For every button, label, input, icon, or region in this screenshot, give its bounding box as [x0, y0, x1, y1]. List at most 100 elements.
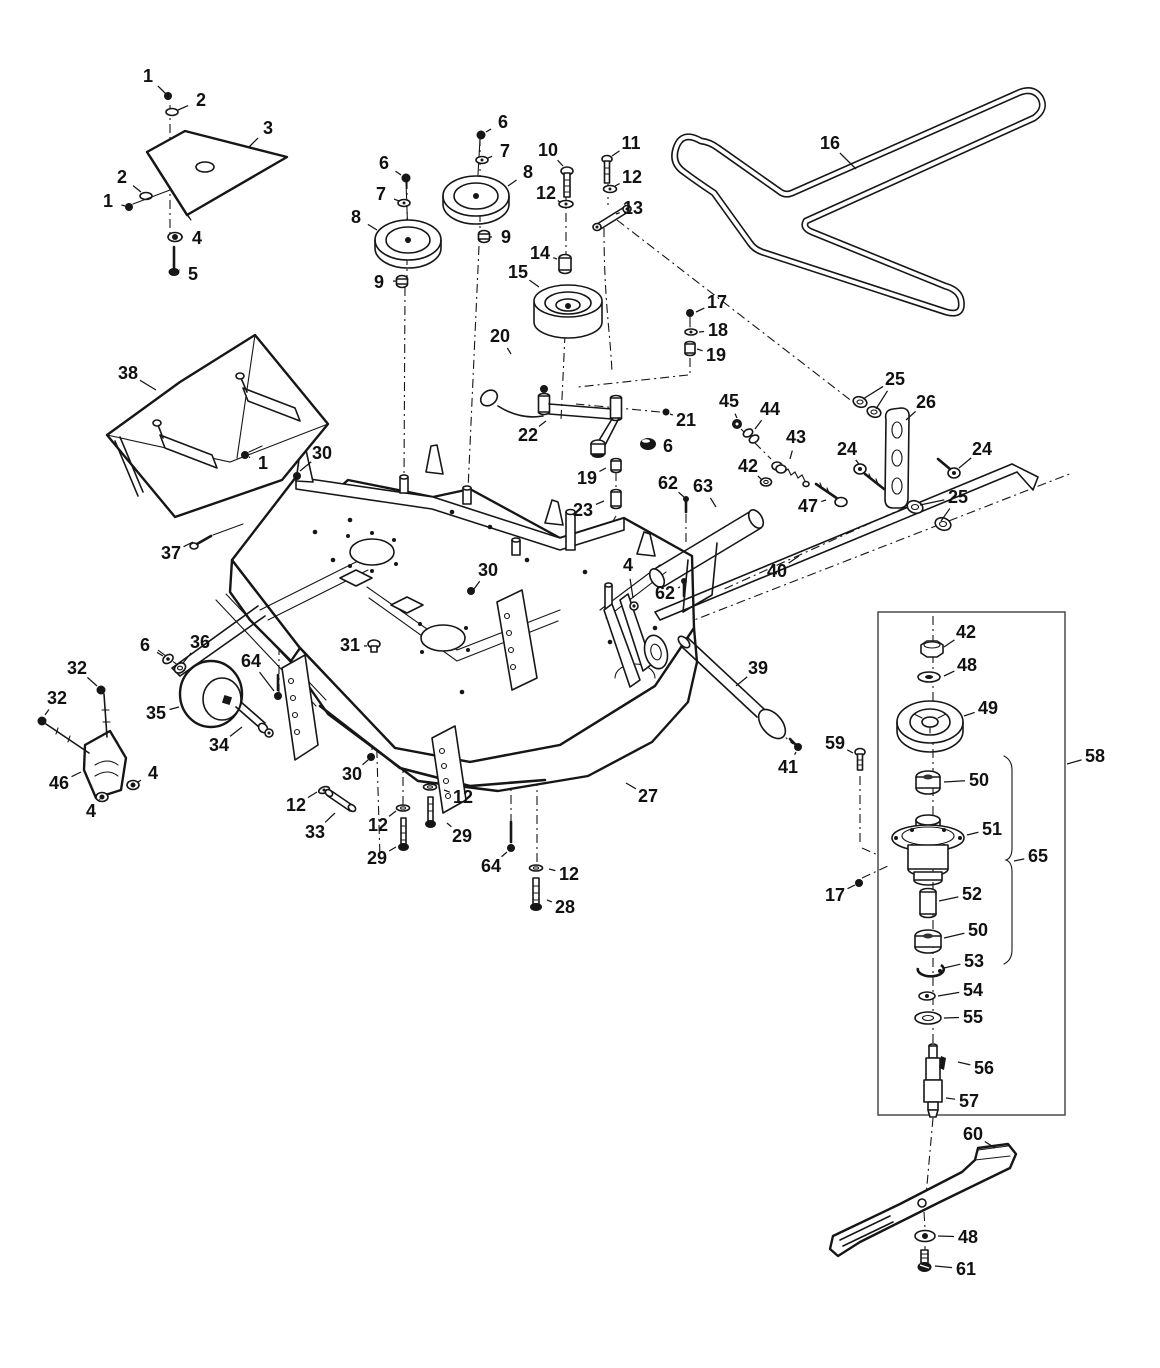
part-number-12: 12 [559, 864, 579, 884]
leader-line [943, 639, 955, 648]
part-number-19: 19 [706, 345, 726, 365]
part-number-44: 44 [760, 399, 780, 419]
leader-line [709, 497, 717, 508]
leader-line [789, 450, 793, 460]
part-number-25: 25 [948, 487, 968, 507]
washer-42 [759, 477, 773, 487]
leader-line [943, 780, 966, 783]
deck-carriage-bolts [312, 509, 658, 695]
washer-12-d [395, 804, 411, 812]
leader-line [754, 419, 763, 430]
part-number-30: 30 [342, 764, 362, 784]
leader-line [735, 676, 748, 687]
link-13 [596, 205, 629, 231]
part-number-50: 50 [969, 770, 989, 790]
leader-line [395, 170, 402, 176]
leader-line [629, 578, 634, 599]
leader-line [183, 541, 194, 548]
part-number-27: 27 [638, 786, 658, 806]
part-number-8: 8 [351, 207, 361, 227]
bolt-47-shaft [814, 482, 840, 501]
bolt-62-upper [683, 496, 689, 502]
arm-stud [540, 385, 548, 393]
leader-line [71, 771, 82, 778]
part-number-58: 58 [1085, 746, 1105, 766]
leader-line [839, 152, 857, 170]
part-number-3: 3 [263, 118, 273, 138]
leader-line [905, 410, 917, 421]
part-number-56: 56 [974, 1058, 994, 1078]
leader-line [943, 670, 955, 677]
washer-25-b1 [906, 499, 924, 515]
part-number-53: 53 [964, 951, 984, 971]
leader-line [875, 390, 889, 410]
part-number-1: 1 [258, 453, 268, 473]
leader-line [501, 851, 508, 858]
washer-36 [173, 662, 187, 674]
part-number-8: 8 [523, 162, 533, 182]
bolt-30-chute [293, 472, 301, 480]
leader-line [669, 413, 674, 416]
mower-deck-body [171, 444, 699, 814]
part-number-36: 36 [190, 632, 210, 652]
leader-line [259, 671, 275, 692]
leader-line [507, 179, 517, 187]
washer-12-f [528, 864, 544, 872]
washer-25-b2 [934, 516, 952, 532]
washer-44 [742, 428, 754, 438]
part-number-30: 30 [312, 443, 332, 463]
leader-line [945, 1097, 956, 1100]
part-number-6: 6 [663, 436, 673, 456]
idler-pulley-15 [533, 284, 603, 318]
part-number-6: 6 [379, 153, 389, 173]
leader-line [677, 586, 681, 589]
under-deck-hardware [317, 587, 544, 911]
part-number-18: 18 [708, 320, 728, 340]
part-number-7: 7 [376, 184, 386, 204]
part-number-52: 52 [962, 884, 982, 904]
pin-33 [327, 789, 353, 812]
part-number-12: 12 [286, 795, 306, 815]
part-number-6: 6 [498, 112, 508, 132]
part-number-50: 50 [968, 920, 988, 940]
leader-line [443, 789, 451, 793]
leader-line [984, 1140, 996, 1149]
leader-line [557, 200, 561, 203]
washer-25-a2 [866, 405, 882, 419]
leader-line [485, 128, 492, 133]
bolt-32-b [37, 716, 47, 726]
nut-6-left [401, 173, 411, 183]
part-number-64: 64 [241, 651, 261, 671]
leader-line [446, 822, 452, 828]
leader-line [919, 499, 945, 506]
leader-line [821, 499, 827, 503]
part-number-7: 7 [500, 141, 510, 161]
part-number-17: 17 [707, 292, 727, 312]
roller-bracket-assembly [37, 685, 140, 803]
leader-line [557, 159, 564, 167]
key-56 [939, 1056, 946, 1070]
bolt-47-head [834, 496, 848, 508]
nut-42 [920, 640, 944, 658]
part-number-2: 2 [196, 90, 206, 110]
part-number-62: 62 [655, 583, 675, 603]
part-number-64: 64 [481, 856, 501, 876]
leader-line [1066, 759, 1082, 765]
leader-line [393, 198, 400, 202]
part-number-9: 9 [374, 272, 384, 292]
part-number-46: 46 [49, 773, 69, 793]
bolt-30-deck [467, 587, 475, 595]
part-number-23: 23 [573, 500, 593, 520]
leader-line [538, 420, 547, 427]
part-number-51: 51 [982, 819, 1002, 839]
leader-line [248, 137, 259, 148]
bracket-46 [82, 729, 128, 800]
leader-line [625, 782, 637, 790]
part-number-13: 13 [623, 198, 643, 218]
part-number-1: 1 [143, 66, 153, 86]
leader-line [934, 1265, 953, 1269]
bolt-61 [920, 1249, 929, 1264]
bolt-32-a [96, 685, 106, 695]
